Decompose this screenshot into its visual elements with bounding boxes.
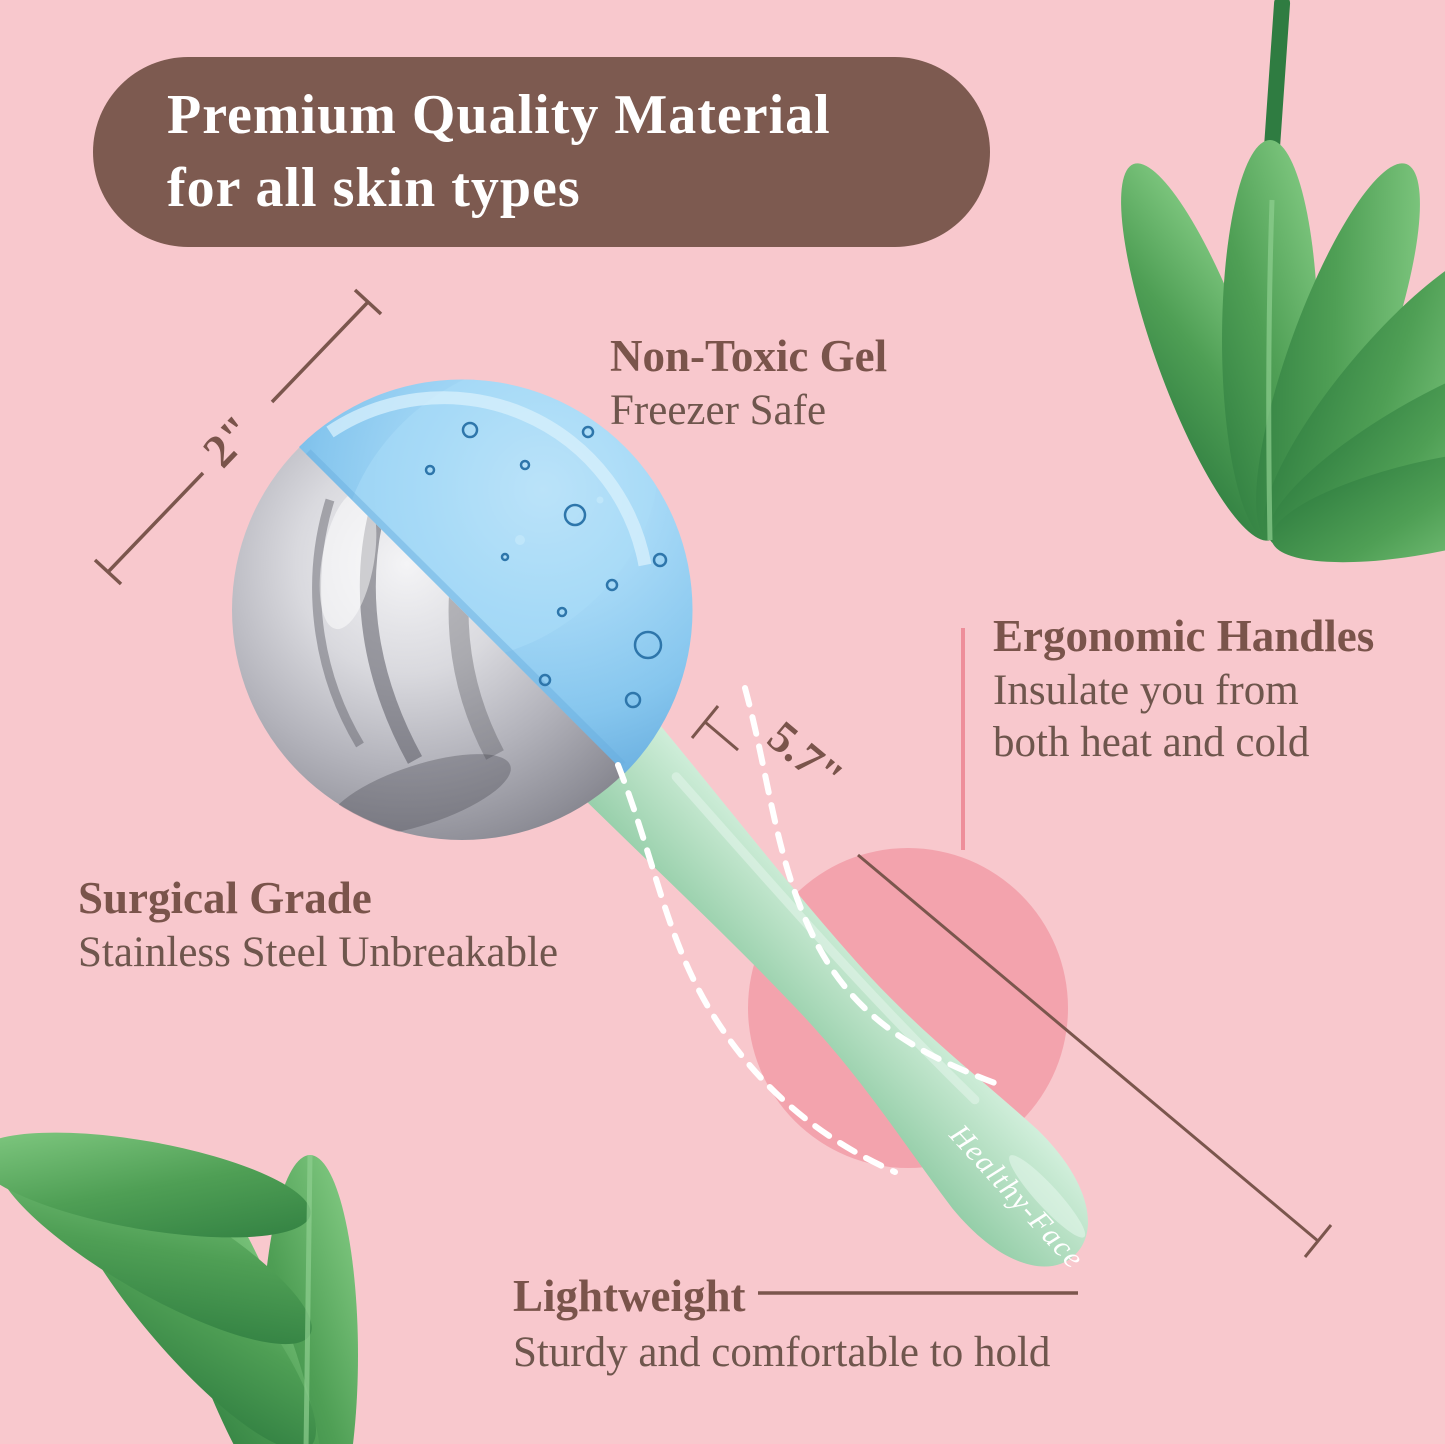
header-line-1: Premium Quality Material [167, 84, 831, 147]
callout-steel-subtitle: Stainless Steel Unbreakable [78, 929, 559, 976]
measurement-2in [93, 288, 383, 586]
gel-bubbles [424, 421, 668, 709]
leaf-top-right [1121, 0, 1445, 563]
callout-ergonomic-line1: Insulate you from [993, 667, 1299, 714]
callout-gel-title: Non-Toxic Gel [610, 331, 888, 381]
header-line-2: for all skin types [167, 157, 581, 219]
callout-lightweight-title: Lightweight [513, 1271, 746, 1321]
ice-globe-sphere [232, 379, 693, 840]
callout-gel-subtitle: Freezer Safe [610, 387, 827, 434]
measurement-5-7in [690, 705, 1333, 1258]
callout-steel-title: Surgical Grade [78, 873, 372, 923]
header-banner: Premium Quality Material for all skin ty… [93, 57, 990, 247]
measurement-5-7in-label: 5.7" [758, 711, 852, 802]
ergonomic-dashed-guides [615, 685, 1003, 1175]
measurement-2in-label: 2" [193, 406, 265, 478]
leaf-bottom-left [0, 1132, 358, 1444]
callout-ergonomic-line2: both heat and cold [993, 719, 1310, 766]
callout-ergonomic-title: Ergonomic Handles [993, 611, 1375, 661]
callout-lightweight-subtitle: Sturdy and comfortable to hold [513, 1329, 1051, 1376]
steel-reflections [312, 467, 511, 836]
